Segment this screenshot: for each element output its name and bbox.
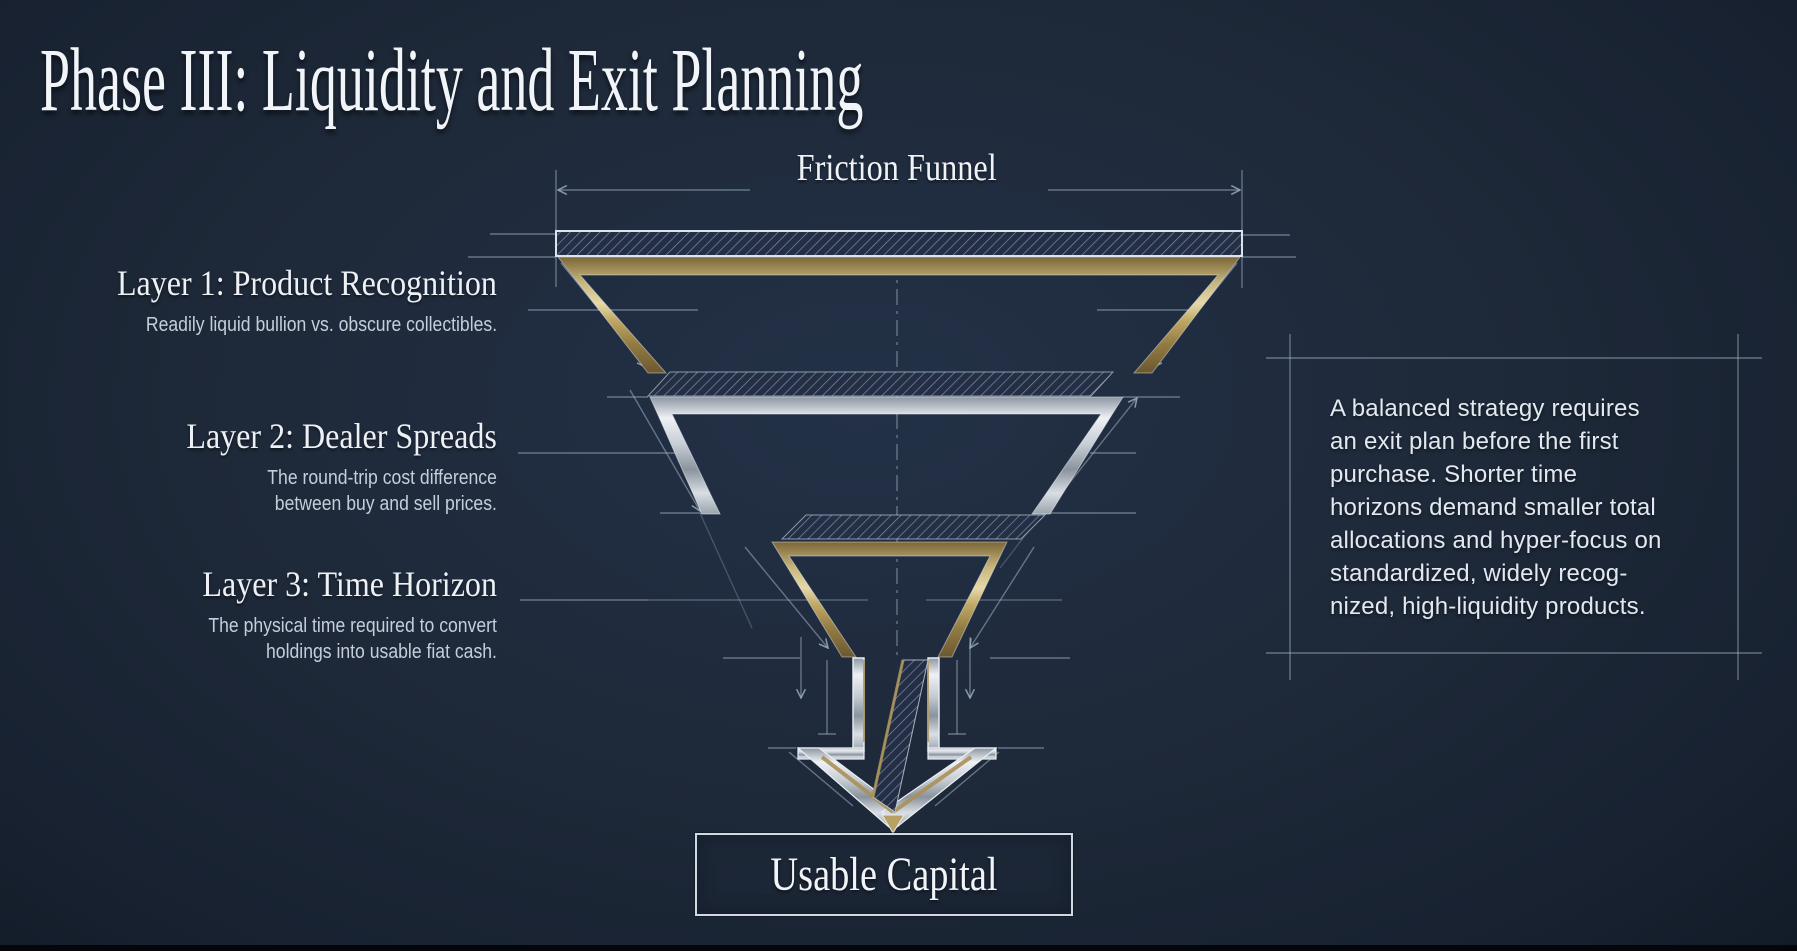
funnel-title-label: Friction Funnel [796,147,998,189]
layer-label-3: Layer 3: Time Horizon The physical time … [0,564,497,665]
usable-capital-box: Usable Capital [695,833,1073,916]
layer3-description: The physical time required to convert ho… [208,615,497,663]
dimension-lines [468,170,1296,807]
layer2-heading: Layer 2: Dealer Spreads [186,416,497,456]
funnel-rim-hatch-bar [555,230,1243,257]
letterbox-bottom [0,945,1797,951]
layer3-heading: Layer 3: Time Horizon [202,564,497,604]
funnel-neck-and-arrow [796,657,998,834]
layer2-description: The round-trip cost difference between b… [267,467,497,515]
arrow-flank-right [881,747,998,828]
page-title: Phase III: Liquidity and Exit Planning [40,31,864,130]
hatch-strip-1 [646,371,1115,397]
note-box-frame [1266,334,1762,680]
hatch-strip-2 [780,514,1047,540]
funnel-layer1-gold-band [556,256,1242,374]
neck-wall-left [852,657,865,752]
usable-capital-label: Usable Capital [770,848,998,901]
funnel-layer2-silver-band [649,396,1124,515]
arrow-tip [881,814,905,834]
layer1-description: Readily liquid bullion vs. obscure colle… [145,314,497,336]
neck-wall-right [927,657,940,752]
layer-label-1: Layer 1: Product Recognition Readily liq… [0,263,497,338]
funnel-layer3-gold-band [771,541,1008,658]
layer1-heading: Layer 1: Product Recognition [117,263,497,303]
label-connector-lines [518,452,686,601]
layer-label-2: Layer 2: Dealer Spreads The round-trip c… [0,416,497,517]
strategy-note: A balanced strategy requires an exit pla… [1330,395,1662,620]
